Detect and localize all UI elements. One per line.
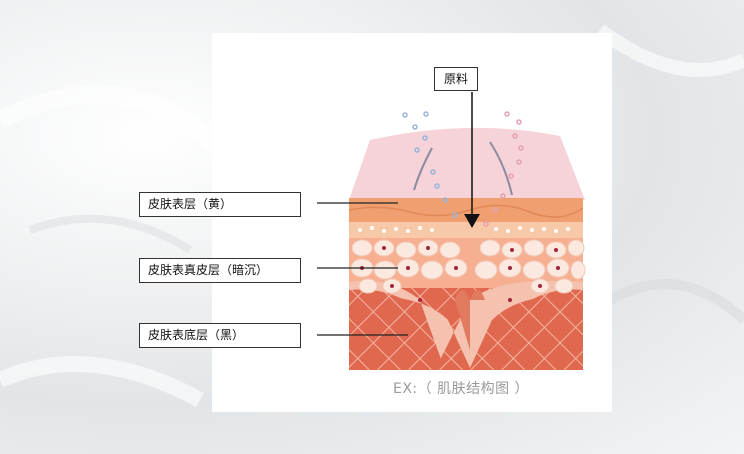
label-dermis: 皮肤表真皮层（暗沉）	[139, 258, 301, 283]
diagram-caption: EX:（ 肌肤结构图 ）	[393, 381, 530, 397]
hair-right	[489, 141, 513, 196]
granules	[358, 226, 570, 233]
dermis-cells	[350, 239, 586, 294]
label-basal: 皮肤表底层（黑）	[139, 323, 301, 348]
label-raw-material: 原料	[434, 67, 479, 91]
cell-nuclei	[360, 246, 560, 302]
skin-surface-layer	[349, 127, 585, 200]
raw-material-particles-pink	[483, 111, 524, 227]
raw-material-particles-blue	[402, 111, 458, 218]
epidermis-layer	[349, 198, 583, 222]
label-epidermis: 皮肤表层（黄）	[139, 192, 301, 217]
raw-material-arrow-head	[464, 214, 480, 228]
hair-left	[413, 147, 433, 191]
